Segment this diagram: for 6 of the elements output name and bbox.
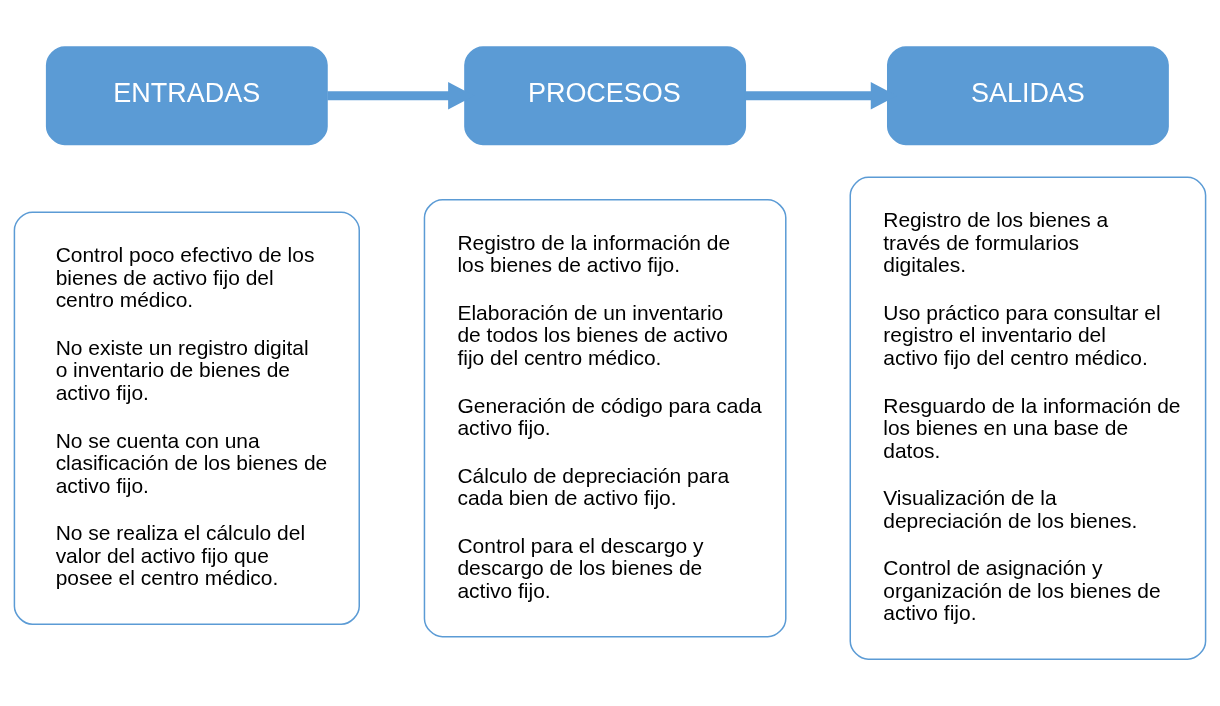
node-box: Control poco efectivo de los bienes de activo fijo del centro médico. No existe un registro digital o inventario de bienes de activo fijo. No se cuenta con una clasificación de los bienes de activo fijo. No se realiza el cálculo del valor del activo fijo que posee el centro médico. (13, 211, 360, 625)
node-box: Registro de los bienes a través de formularios digitales. Uso práctico para consultar el registro el inventario del activo fijo del centro médico. Resguardo de la información de los bienes en una base de datos. Visualización de la depreciación de los bienes. Control de asignación y organización de los bienes de activo fijo. (849, 176, 1207, 660)
node-box: SALIDAS (887, 46, 1169, 146)
node-box: Registro de la información de los bienes de activo fijo. Elaboración de un inventario de todos los bienes de activo fijo del centro médico. Generación de código para cada activo fijo. Cálculo de depreciación para cada bien de activo fijo. Control para el descargo y descargo de los bienes de activo fijo. (423, 199, 787, 638)
node-box: ENTRADAS (45, 46, 328, 146)
node-box: PROCESOS (464, 46, 747, 146)
